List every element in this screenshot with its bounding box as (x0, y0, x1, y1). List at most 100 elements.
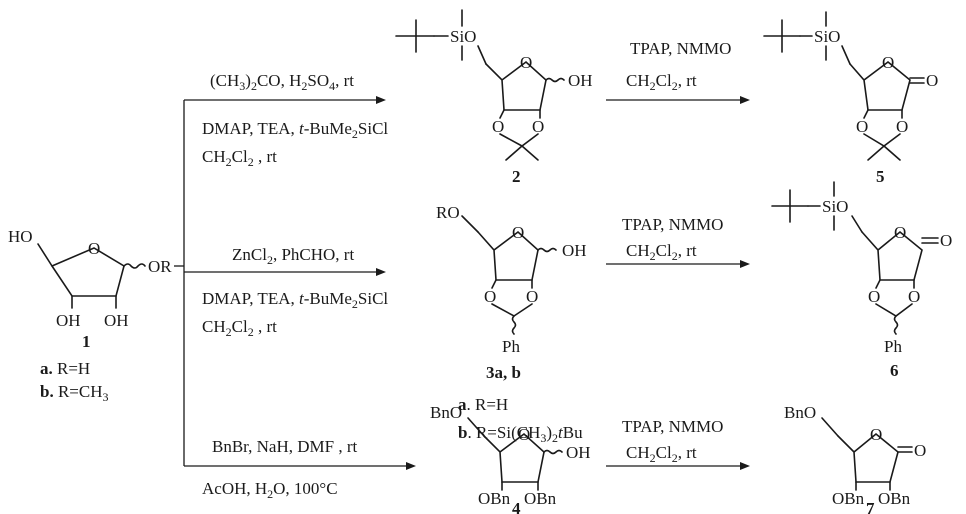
c3-o-left-label: O (484, 287, 496, 306)
compound-2: SiO O OH O O 2 (395, 9, 593, 186)
c2-number: 2 (512, 167, 521, 186)
c1-variant-b: b. R=CH3 (40, 382, 109, 404)
c4-wavy-bond (543, 449, 563, 455)
c2-ring-bonds (485, 60, 547, 111)
c4-bno-label: BnO (430, 403, 462, 422)
c3-ring-bonds (477, 230, 539, 281)
c3-variant-a: a. R=H (458, 395, 508, 414)
top-condition-2: DMAP, TEA, t-BuMe2SiCl (202, 119, 388, 141)
c5-ring-bonds (849, 60, 911, 111)
arrow-bottom-head (406, 462, 416, 470)
c5-o-left-bond (863, 109, 869, 119)
c5-number: 5 (876, 167, 885, 186)
c1-ring-bonds (51, 247, 125, 297)
oxidation-bottom: TPAP, NMMO CH2Cl2, rt (606, 417, 750, 470)
c5-me-left (867, 145, 885, 161)
compound-7: BnO O O OBn OBn 7 (784, 403, 926, 514)
compound-5: SiO O O O O 5 (763, 11, 938, 186)
c3-o-left-bond (491, 279, 497, 289)
c4-number: 4 (512, 499, 521, 514)
ox-mid-reagents: TPAP, NMMO (622, 215, 723, 234)
c6-acetal (875, 303, 913, 317)
c6-ph-wavy-bond (893, 315, 899, 335)
c1-ch2-bond (37, 243, 53, 267)
ox-bot-reagents: TPAP, NMMO (622, 417, 723, 436)
c6-number: 6 (890, 361, 899, 380)
compound-1: HO O OR OH OH 1 a. R=H b. R=CH3 (8, 227, 172, 404)
c1-wavy-bond (123, 263, 146, 269)
c6-carbonyl-o-label: O (940, 231, 952, 250)
c7-obn-left-label: OBn (832, 489, 865, 508)
c6-ring-bonds (861, 230, 923, 281)
c3-variant-b: b. R=Si(CH3)2tBu (458, 423, 583, 445)
c2-me-right (521, 145, 539, 161)
c6-sio-label: SiO (822, 197, 848, 216)
c7-bno-label: BnO (784, 403, 816, 422)
oxidation-middle: TPAP, NMMO CH2Cl2, rt (606, 215, 750, 268)
ox-bot-arrow-head (740, 462, 750, 470)
arrow-middle-head (376, 268, 386, 276)
c1-oh-right-label: OH (104, 311, 129, 330)
top-condition-3: CH2Cl2 , rt (202, 147, 277, 169)
c4-oh-label: OH (566, 443, 591, 462)
mid-condition-3: CH2Cl2 , rt (202, 317, 277, 339)
ox-mid-arrow-head (740, 260, 750, 268)
c5-o-left-label: O (856, 117, 868, 136)
c7-obn-right-label: OBn (878, 489, 911, 508)
c5-o-right-label: O (896, 117, 908, 136)
c3-o-right-label: O (526, 287, 538, 306)
middle-conditions: ZnCl2, PhCHO, rt DMAP, TEA, t-BuMe2SiCl … (202, 245, 388, 339)
c3-number: 3a, b (486, 363, 521, 382)
c1-or-label: OR (148, 257, 172, 276)
c3-ring-o-label: O (512, 223, 524, 242)
c2-sio-label: SiO (450, 27, 476, 46)
c1-variant-a: a. R=H (40, 359, 90, 378)
c4-o-to-ch2 (467, 417, 485, 437)
c2-o-left-bond (499, 109, 505, 119)
c6-o-right-label: O (908, 287, 920, 306)
c7-number: 7 (866, 499, 875, 514)
mid-condition-2: DMAP, TEA, t-BuMe2SiCl (202, 289, 388, 311)
c1-number: 1 (82, 332, 91, 351)
c5-o-to-ch2 (841, 45, 851, 65)
c2-o-right-label: O (532, 117, 544, 136)
c6-o-left-label: O (868, 287, 880, 306)
c4-ring-o-label: O (518, 425, 530, 444)
c3-o-to-ch2 (461, 215, 479, 233)
c5-sio-label: SiO (814, 27, 840, 46)
c3-ro-label: RO (436, 203, 460, 222)
c6-o-to-ch2 (851, 215, 863, 233)
branch-lines (174, 96, 416, 470)
mid-condition-1: ZnCl2, PhCHO, rt (232, 245, 354, 267)
c6-ring-o-label: O (894, 223, 906, 242)
ox-mid-solvent: CH2Cl2, rt (626, 241, 697, 263)
c2-o-to-ch2 (477, 45, 487, 65)
bot-condition-2: AcOH, H2O, 100°C (202, 479, 338, 501)
c4-obn-right-label: OBn (524, 489, 557, 508)
c7-carbonyl-o-label: O (914, 441, 926, 460)
oxidation-top: TPAP, NMMO CH2Cl2, rt (606, 39, 750, 104)
c7-ring-o-label: O (870, 425, 882, 444)
compound-3: RO O OH O O Ph 3a, b a. R=H b. R=Si(CH3)… (436, 203, 587, 445)
c5-ring-o-label: O (882, 53, 894, 72)
c7-ring-bonds (837, 432, 899, 483)
c7-o-to-ch2 (821, 417, 839, 437)
c5-acetonide (863, 133, 901, 147)
top-conditions: (CH3)2CO, H2SO4, rt DMAP, TEA, t-BuMe2Si… (202, 71, 388, 169)
top-condition-1: (CH3)2CO, H2SO4, rt (210, 71, 354, 93)
bot-condition-1: BnBr, NaH, DMF , rt (212, 437, 358, 456)
c3-wavy-bond (537, 247, 557, 253)
c1-ring-o-label: O (88, 239, 100, 258)
c3-ph-wavy-bond (511, 315, 517, 335)
c2-o-left-label: O (492, 117, 504, 136)
c2-oh-label: OH (568, 71, 593, 90)
compound-6: SiO O O O O Ph 6 (771, 181, 952, 380)
c2-ring-o-label: O (520, 53, 532, 72)
compound-4: BnO O OH OBn OBn 4 (430, 403, 591, 514)
ox-bot-solvent: CH2Cl2, rt (626, 443, 697, 465)
ox-top-solvent: CH2Cl2, rt (626, 71, 697, 93)
c2-wavy-bond (545, 77, 565, 83)
c5-carbonyl-o-label: O (926, 71, 938, 90)
c1-ho-label: HO (8, 227, 33, 246)
